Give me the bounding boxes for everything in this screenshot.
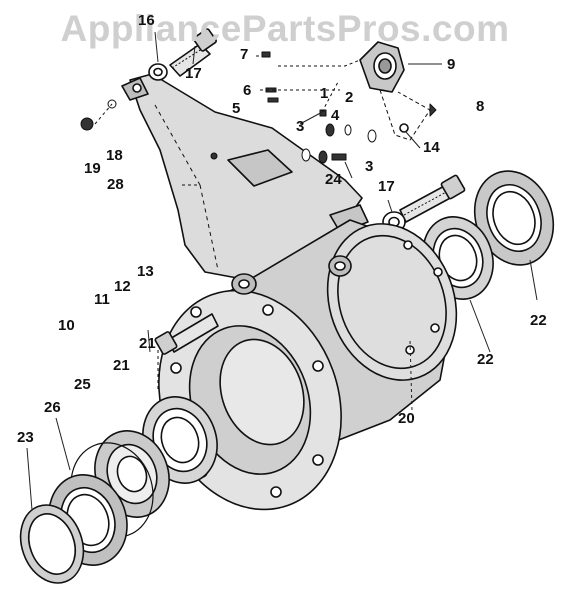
bracket-fold (227, 149, 293, 187)
callout-3-lower: 3 (365, 158, 374, 175)
callout-28: 28 (107, 176, 124, 193)
callout-1: 1 (320, 85, 329, 102)
clamp-block-9 (359, 41, 431, 141)
callout-22-right: 22 (530, 312, 547, 329)
washer-16 (148, 63, 168, 81)
nut-13 (231, 273, 257, 295)
callout-11: 11 (94, 291, 110, 308)
callout-18: 18 (106, 147, 123, 164)
callout-14: 14 (423, 139, 440, 156)
bolt-21 (154, 313, 219, 392)
callout-21-upper: 21 (139, 335, 156, 352)
callout-3-upper: 3 (296, 118, 305, 135)
callout-21-lower: 21 (113, 357, 130, 374)
bolt-17-upper (169, 28, 217, 77)
callout-16: 16 (138, 12, 155, 29)
callout-2: 2 (345, 89, 354, 106)
bracket-dash-line (154, 104, 219, 271)
callout-12: 12 (114, 278, 131, 295)
nut-24 (328, 255, 352, 277)
callout-23: 23 (17, 429, 34, 446)
callout-6: 6 (243, 82, 252, 99)
callout-26: 26 (44, 399, 61, 416)
small-hardware (80, 51, 437, 164)
callout-5: 5 (232, 100, 241, 117)
bracket-hole-upper (132, 83, 142, 93)
callout-4: 4 (331, 107, 340, 124)
callout-13: 13 (137, 263, 154, 280)
callout-19: 19 (84, 160, 101, 177)
callout-9: 9 (447, 56, 456, 73)
callout-22-lower: 22 (477, 351, 494, 368)
callout-17-right: 17 (378, 178, 395, 195)
leader-lines (26, 31, 538, 511)
callout-10: 10 (58, 317, 75, 334)
hardware-leaders (94, 55, 361, 186)
watermark: AppliancePartsPros.com (60, 8, 510, 49)
callout-20: 20 (398, 410, 415, 427)
callout-8: 8 (476, 98, 485, 115)
callout-25: 25 (74, 376, 91, 393)
seal-23 (19, 504, 85, 584)
callout-24: 24 (325, 171, 342, 188)
callout-17-upper: 17 (185, 65, 202, 82)
callout-7: 7 (240, 46, 249, 63)
